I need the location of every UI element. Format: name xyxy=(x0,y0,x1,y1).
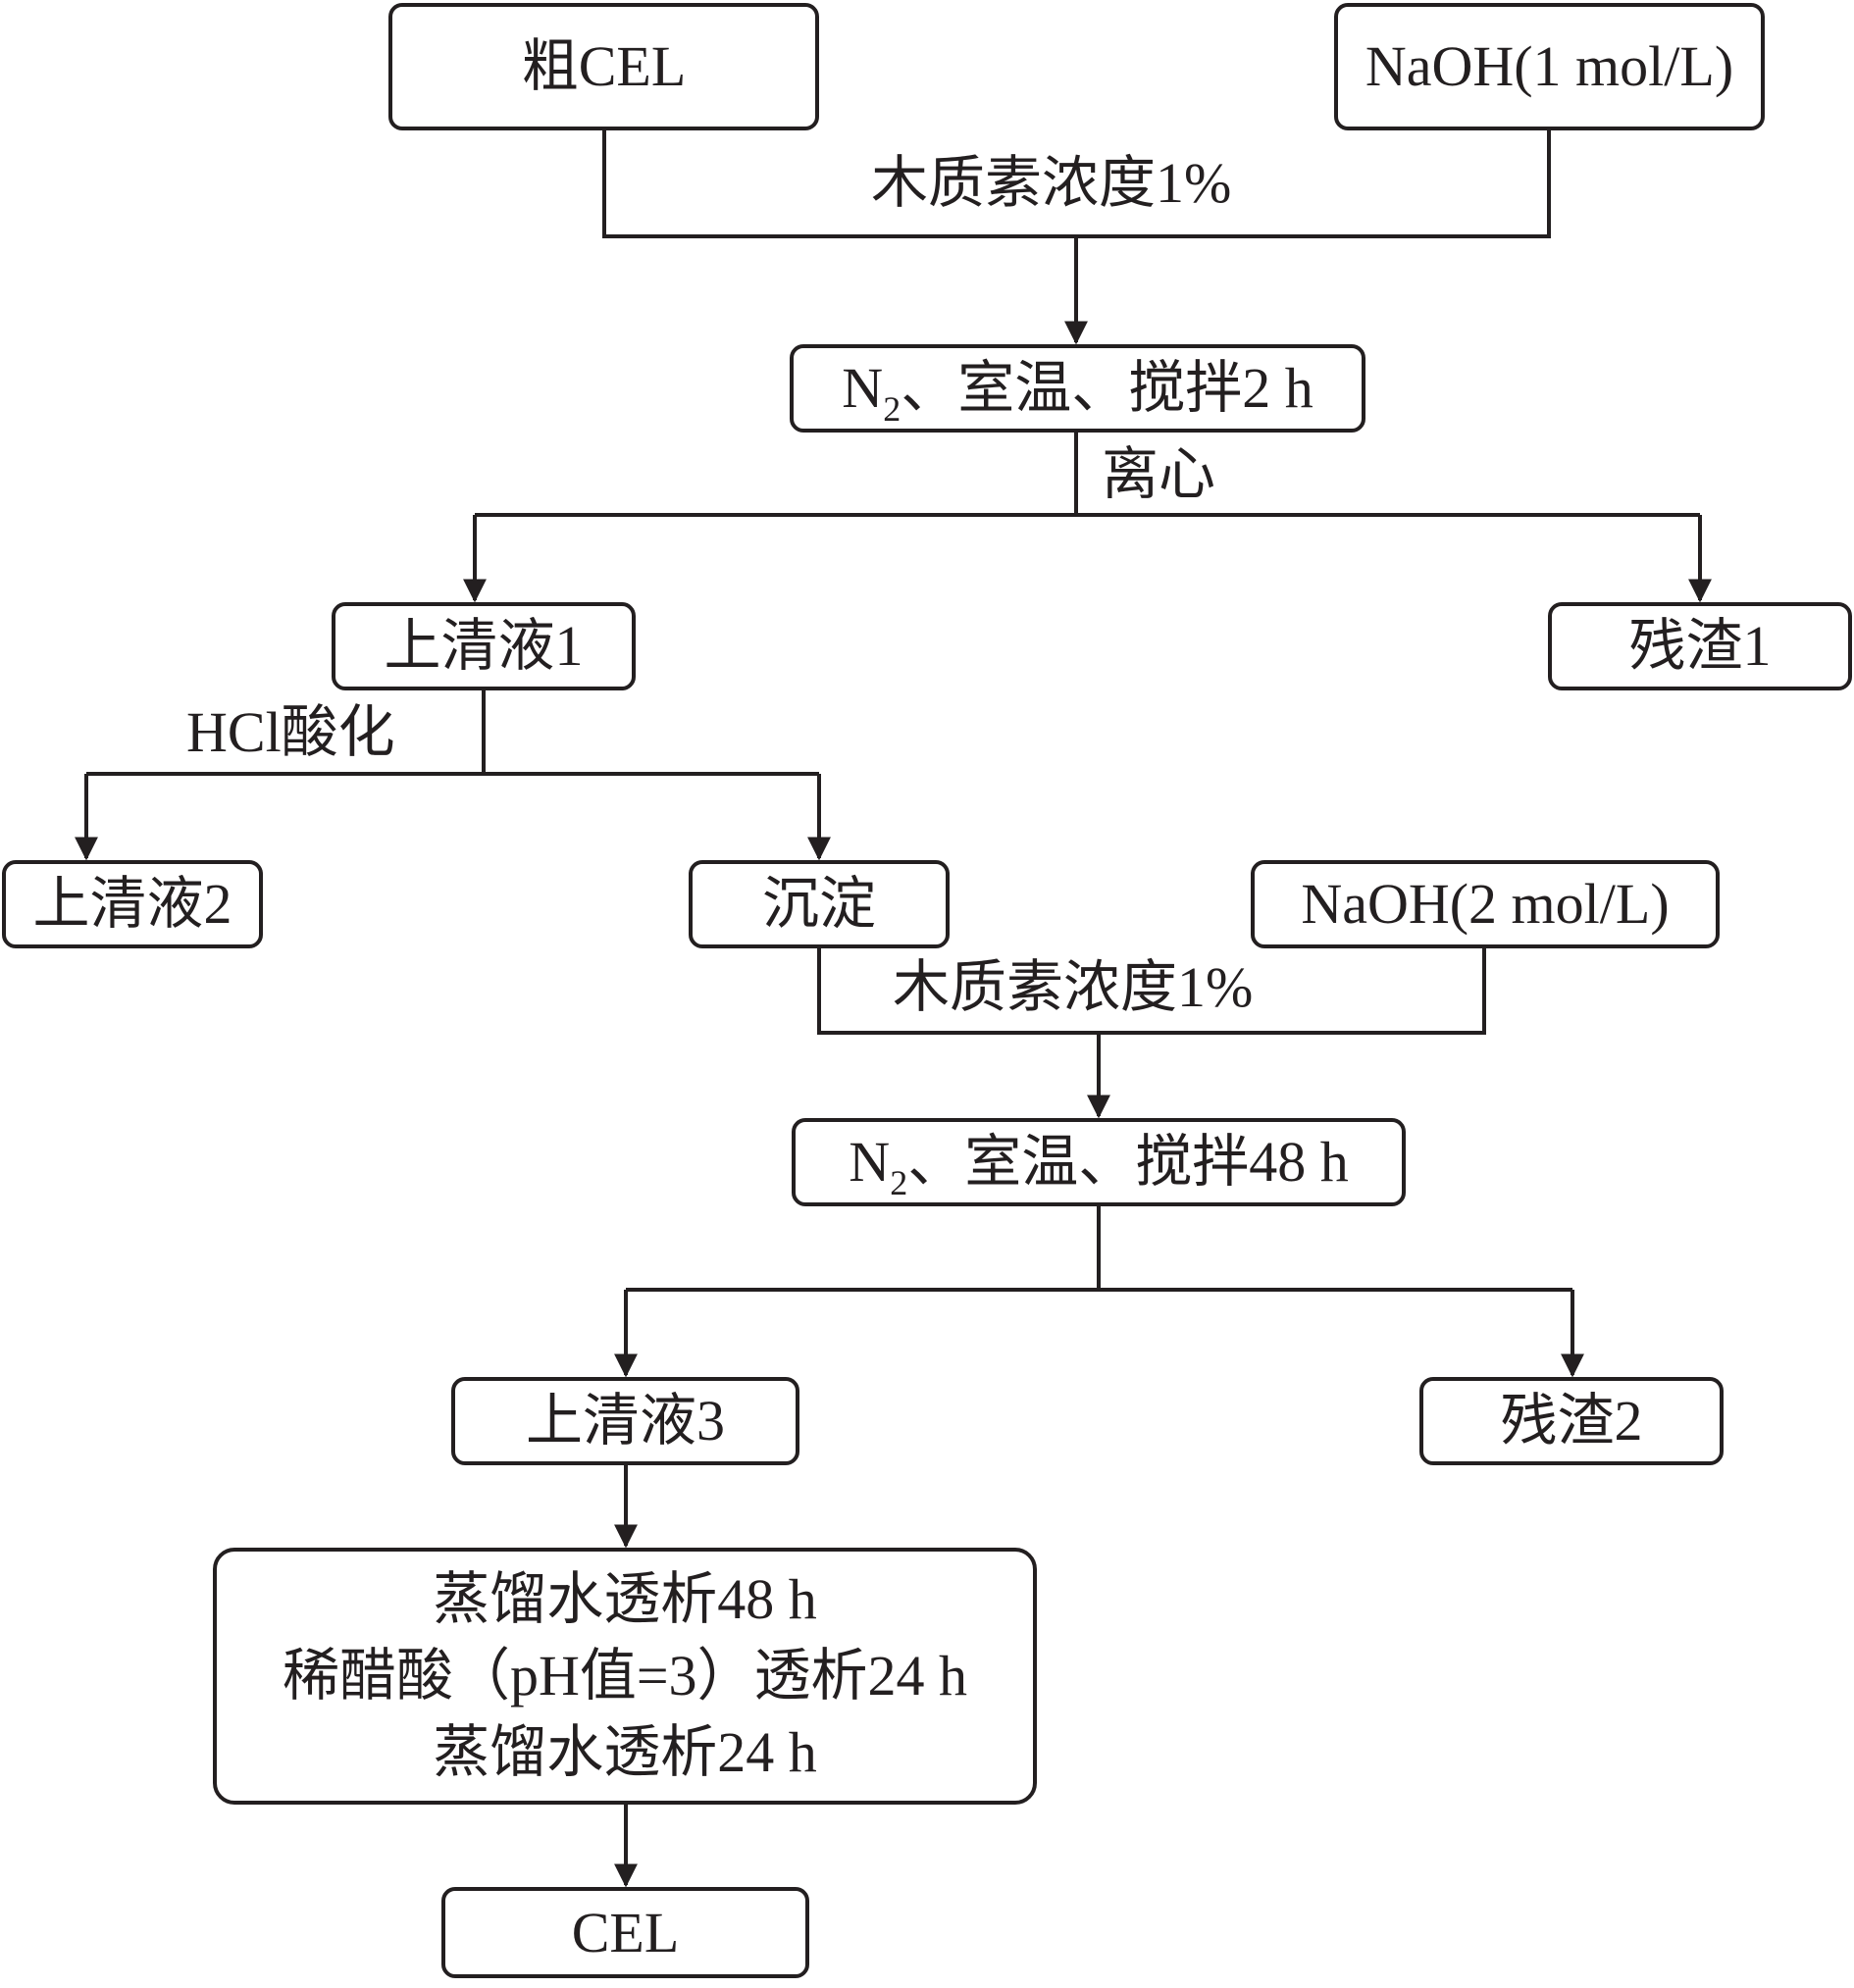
naoh-1mol-label: NaOH(1 mol/L) xyxy=(1365,34,1734,98)
residue1-label: 残渣1 xyxy=(1628,614,1772,678)
precipitate-label: 沉淀 xyxy=(761,872,876,936)
step1-conditions: 、室温、搅拌2 h xyxy=(901,356,1313,420)
final-cel-label: CEL xyxy=(571,1900,680,1964)
step1-n: N xyxy=(842,356,884,420)
naoh-2mol-label: NaOH(2 mol/L) xyxy=(1301,872,1670,936)
centrifuge-label: 离心 xyxy=(1102,442,1216,506)
dialysis-line-2: 稀醋酸（pH值=3）透析24 h xyxy=(282,1643,968,1708)
naoh-2mol-box: NaOH(2 mol/L) xyxy=(1251,860,1720,948)
supernatant1-label: 上清液1 xyxy=(384,614,584,678)
step2-n: N xyxy=(849,1130,891,1194)
step2-box: N2、室温、搅拌48 h xyxy=(792,1118,1406,1206)
supernatant3-label: 上清液3 xyxy=(525,1389,725,1453)
supernatant1-box: 上清液1 xyxy=(332,602,636,690)
supernatant2-box: 上清液2 xyxy=(2,860,263,948)
hcl-acidification-label: HCl酸化 xyxy=(186,700,395,764)
crude-cel-box: 粗CEL xyxy=(388,3,819,130)
residue1-box: 残渣1 xyxy=(1548,602,1852,690)
dialysis-line-1: 蒸馏水透析48 h xyxy=(433,1566,817,1631)
step2-subscript: 2 xyxy=(890,1163,908,1202)
supernatant2-label: 上清液2 xyxy=(32,872,232,936)
residue2-box: 残渣2 xyxy=(1419,1377,1724,1465)
step1-label: N2、室温、搅拌2 h xyxy=(842,360,1313,428)
step2-conditions: 、室温、搅拌48 h xyxy=(907,1130,1349,1194)
dialysis-box: 蒸馏水透析48 h 稀醋酸（pH值=3）透析24 h 蒸馏水透析24 h xyxy=(213,1548,1037,1805)
residue2-label: 残渣2 xyxy=(1500,1389,1643,1453)
merge-line-2 xyxy=(817,946,1486,1035)
lignin-concentration-label-2: 木质素浓度1% xyxy=(893,955,1254,1019)
step2-label: N2、室温、搅拌48 h xyxy=(849,1134,1348,1201)
final-cel-box: CEL xyxy=(441,1887,809,1978)
supernatant3-box: 上清液3 xyxy=(451,1377,799,1465)
step1-subscript: 2 xyxy=(883,389,901,429)
lignin-concentration-label-1: 木质素浓度1% xyxy=(871,151,1232,215)
dialysis-line-3: 蒸馏水透析24 h xyxy=(433,1720,817,1785)
crude-cel-label: 粗CEL xyxy=(521,34,687,98)
step1-box: N2、室温、搅拌2 h xyxy=(790,344,1365,433)
precipitate-box: 沉淀 xyxy=(689,860,950,948)
naoh-1mol-box: NaOH(1 mol/L) xyxy=(1334,3,1765,130)
